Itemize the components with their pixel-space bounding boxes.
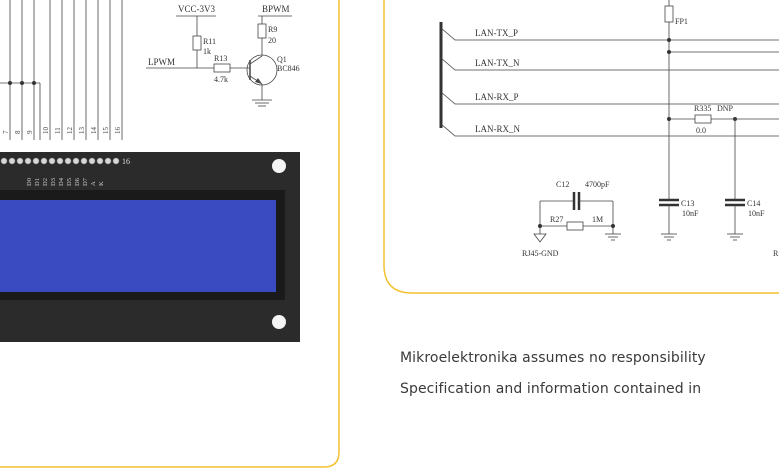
- pin-name: D7: [82, 177, 89, 186]
- pin-number: 8: [14, 130, 22, 134]
- c13-value: 10nF: [682, 209, 699, 218]
- lcd-bus-lines: [0, 0, 123, 140]
- q1-value: BC846: [277, 64, 300, 73]
- pin-name: D2: [42, 178, 49, 186]
- vcc-label: VCC-3V3: [178, 4, 216, 14]
- pin-number: 15: [102, 127, 110, 135]
- pin-number: 13: [78, 127, 86, 135]
- r335-resistor: [694, 114, 712, 124]
- c12-ref: C12: [556, 180, 569, 189]
- net-label-lan-tx-n: LAN-TX_N: [475, 58, 520, 68]
- pin-name: D0: [26, 178, 33, 186]
- r9-value: 20: [268, 36, 276, 45]
- lcd-pin-count: 16: [122, 157, 130, 166]
- mount-hole-bottom: [272, 315, 286, 329]
- pin-name: D5: [66, 178, 73, 186]
- r27-value: 1M: [592, 215, 603, 224]
- r27-resistor: [566, 221, 584, 231]
- bpwm-label: BPWM: [262, 4, 290, 14]
- rj45-gnd-label: RJ45-GND: [522, 249, 559, 258]
- pin-number: 12: [66, 127, 74, 135]
- pin-name: D1: [34, 178, 41, 186]
- pin-name: A: [90, 181, 97, 186]
- q1-transistor: [246, 54, 278, 86]
- pin-name: D6: [74, 177, 81, 186]
- pin-name: K: [98, 181, 105, 186]
- c13-ref: C13: [681, 199, 694, 208]
- r11-value: 1k: [203, 47, 211, 56]
- lcd-schematic-panel: 7 8 9 10 11 12 13 14 15 16 VCC-3V3 R11 1…: [0, 0, 340, 468]
- pin-name: D4: [58, 177, 65, 186]
- lpwm-label: LPWM: [148, 57, 175, 67]
- disclaimer-line-1: Mikroelektronika assumes no responsibili…: [400, 350, 706, 366]
- panel-border: [383, 0, 779, 294]
- lcd-screen: [0, 200, 276, 292]
- lan-schematic-panel: FP1 LAN-TX_P LAN-TX_N LAN-RX_P LAN-RX_N …: [383, 0, 779, 294]
- junction-dots: [8, 81, 36, 85]
- lcd-pin-names: D0 D1 D2 D3 D4 D5 D6 D7 A K: [26, 177, 105, 186]
- r13-ref: R13: [214, 54, 227, 63]
- disclaimer-line-2: Specification and information contained …: [400, 381, 702, 397]
- lan-net-lines: [440, 27, 779, 137]
- panel-border: [0, 0, 340, 468]
- mount-hole-top: [272, 159, 286, 173]
- r13-value: 4.7k: [214, 75, 228, 84]
- rj45-gnd-symbol: [533, 233, 547, 243]
- pin-name: D3: [50, 178, 57, 186]
- pin-number-labels: 7 8 9 10 11 12 13 14 15 16: [2, 127, 122, 135]
- pin-number: 7: [2, 130, 10, 134]
- net-label-lan-rx-p: LAN-RX_P: [475, 92, 519, 102]
- r13-resistor: [213, 63, 231, 73]
- r9-ref: R9: [268, 25, 277, 34]
- pin-number: 14: [90, 127, 98, 135]
- r335-ref: R335: [694, 104, 711, 113]
- r335-dnp: DNP: [717, 104, 734, 113]
- r335-value: 0.0: [696, 126, 706, 135]
- lcd-header-pins: [0, 157, 120, 165]
- c14-value: 10nF: [748, 209, 765, 218]
- c14-ref: C14: [747, 199, 760, 208]
- r27-ref: R27: [550, 215, 563, 224]
- q1-ref: Q1: [277, 55, 287, 64]
- net-label-lan-rx-n: LAN-RX_N: [475, 124, 520, 134]
- cut-off-label: R: [773, 249, 779, 258]
- r11-ref: R11: [203, 37, 216, 46]
- pin-number: 9: [26, 130, 34, 134]
- r11-resistor: [192, 35, 202, 51]
- fp1-label: FP1: [675, 17, 688, 26]
- net-label-lan-tx-p: LAN-TX_P: [475, 28, 518, 38]
- r9-resistor: [257, 23, 267, 39]
- fp1-component: [664, 5, 674, 23]
- pin-number: 10: [42, 127, 50, 135]
- c12-value: 4700pF: [585, 180, 610, 189]
- pin-number: 16: [114, 127, 122, 135]
- pin-number: 11: [54, 127, 62, 134]
